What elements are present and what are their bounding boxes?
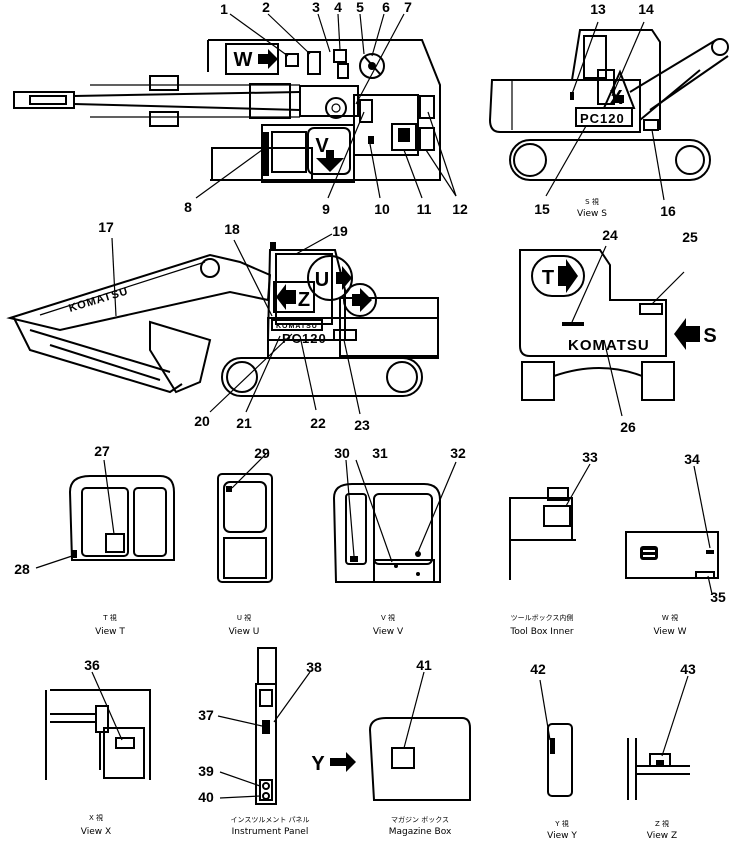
callout-24: 24 xyxy=(602,227,618,243)
caption-view-s-en: View S xyxy=(577,209,607,219)
caption-view-y-jp: Y 視 xyxy=(554,819,569,828)
callout-11: 11 xyxy=(417,201,432,217)
callout-34: 34 xyxy=(684,451,700,467)
callout-14: 14 xyxy=(638,1,654,17)
view-w-drawing xyxy=(625,531,719,579)
caption-view-u-jp: U 視 xyxy=(237,613,251,622)
callout-28: 28 xyxy=(14,561,30,577)
view-y-marker-label: Y xyxy=(311,753,325,775)
caption-view-u-en: View U xyxy=(229,627,260,637)
callout-6: 6 xyxy=(382,0,390,15)
magazine-box-drawing: Y xyxy=(311,717,471,801)
callout-18: 18 xyxy=(224,221,240,237)
view-u-marker-label: U xyxy=(315,269,329,291)
view-v-marker-label: V xyxy=(315,135,329,157)
caption-view-v-en: View V xyxy=(373,627,404,637)
callout-8: 8 xyxy=(184,199,192,215)
view-u-drawing xyxy=(217,473,273,583)
caption-magazine-box-en: Magazine Box xyxy=(389,827,452,837)
callout-30: 30 xyxy=(334,445,350,461)
callout-4: 4 xyxy=(334,0,342,15)
callout-12: 12 xyxy=(452,201,468,217)
view-t-marker-label: T xyxy=(542,267,554,289)
callout-15: 15 xyxy=(534,201,550,217)
caption-view-z-en: View Z xyxy=(647,831,677,841)
callout-31: 31 xyxy=(372,445,388,461)
callout-43: 43 xyxy=(680,661,696,677)
leader-lines xyxy=(35,13,713,799)
callout-20: 20 xyxy=(194,413,210,429)
callout-42: 42 xyxy=(530,661,546,677)
callout-29: 29 xyxy=(254,445,270,461)
caption-view-z-jp: Z 視 xyxy=(655,819,669,828)
main-side-view-drawing: U Z KOMATSU PC120 KOMATSU xyxy=(6,242,439,397)
callout-41: 41 xyxy=(416,657,432,673)
caption-view-s-jp: S 視 xyxy=(585,197,599,206)
caption-view-t-en: View T xyxy=(95,627,125,637)
view-z-marker-label: Z xyxy=(298,289,310,311)
callout-16: 16 xyxy=(660,203,676,219)
caption-view-w-jp: W 視 xyxy=(662,613,678,622)
callout-23: 23 xyxy=(354,417,370,433)
caption-tool-box-jp: ツールボックス内側 xyxy=(511,613,574,622)
caption-instrument-panel-jp: インスツルメント パネル xyxy=(230,816,309,824)
caption-view-x-jp: X 視 xyxy=(89,813,103,822)
callout-33: 33 xyxy=(582,449,598,465)
callout-39: 39 xyxy=(198,763,214,779)
callout-40: 40 xyxy=(198,789,214,805)
side-view-s-drawing: X PC120 xyxy=(488,29,729,181)
view-y-drawing xyxy=(547,723,573,797)
callout-3: 3 xyxy=(312,0,320,15)
main-side-model-text: PC120 xyxy=(282,331,327,346)
callout-26: 26 xyxy=(620,419,636,435)
callout-38: 38 xyxy=(306,659,322,675)
side-model-text: PC120 xyxy=(580,111,625,126)
caption-view-y-en: View Y xyxy=(547,831,577,841)
view-x-drawing xyxy=(45,689,151,780)
callout-19: 19 xyxy=(332,223,348,239)
main-side-brand-small: KOMATSU xyxy=(276,323,318,330)
top-view-drawing: W V xyxy=(13,39,441,183)
callout-35: 35 xyxy=(710,589,726,605)
caption-view-w-en: View W xyxy=(653,627,686,637)
view-captions: S 視 View S T 視 View T U 視 View U V 視 Vie… xyxy=(81,197,687,841)
view-w-marker-label: W xyxy=(234,49,253,71)
caption-view-t-jp: T 視 xyxy=(102,613,117,622)
caption-magazine-box-jp: マガジン ボックス xyxy=(391,815,449,824)
view-v-drawing xyxy=(332,483,441,583)
view-z-drawing xyxy=(627,738,690,800)
callout-27: 27 xyxy=(94,443,110,459)
callout-10: 10 xyxy=(374,201,390,217)
callout-numbers: 1 2 3 4 5 6 7 8 9 10 11 12 13 14 15 16 1… xyxy=(14,0,726,805)
callout-7: 7 xyxy=(404,0,412,15)
callout-9: 9 xyxy=(322,201,330,217)
callout-36: 36 xyxy=(84,657,100,673)
caption-tool-box-en: Tool Box Inner xyxy=(509,627,574,637)
rear-view-drawing: T KOMATSU S xyxy=(519,249,717,401)
view-s-marker-label: S xyxy=(703,325,716,347)
callout-2: 2 xyxy=(262,0,270,15)
callout-32: 32 xyxy=(450,445,466,461)
instrument-panel-drawing xyxy=(255,647,277,805)
caption-instrument-panel-en: Instrument Panel xyxy=(232,827,309,837)
callout-17: 17 xyxy=(98,219,114,235)
callout-5: 5 xyxy=(356,0,364,15)
callout-22: 22 xyxy=(310,415,326,431)
callout-37: 37 xyxy=(198,707,214,723)
caption-view-v-jp: V 視 xyxy=(381,613,395,622)
view-t-drawing xyxy=(68,475,175,561)
callout-25: 25 xyxy=(682,229,698,245)
tool-box-inner-drawing xyxy=(509,487,576,580)
callout-13: 13 xyxy=(590,1,606,17)
rear-brand-text: KOMATSU xyxy=(568,337,650,354)
callout-21: 21 xyxy=(236,415,252,431)
caption-view-x-en: View X xyxy=(81,827,111,837)
callout-1: 1 xyxy=(220,1,228,17)
